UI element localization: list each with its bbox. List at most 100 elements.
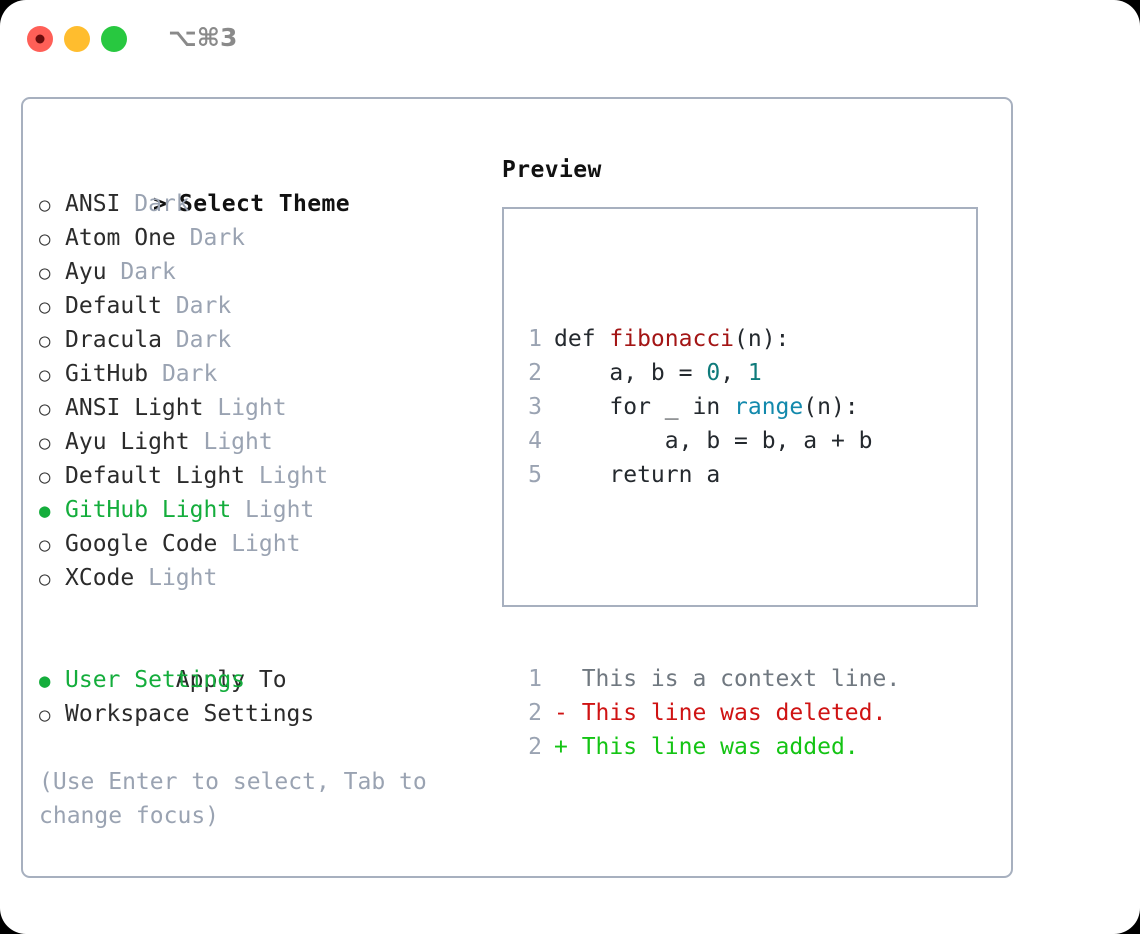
radio-unselected-icon[interactable]: [39, 527, 65, 562]
code-token: (n):: [803, 394, 859, 420]
maximize-button[interactable]: [101, 26, 127, 52]
radio-unselected-icon[interactable]: [39, 697, 65, 732]
theme-option-variant-tag: Dark: [120, 259, 176, 285]
apply-to-option-workspace-settings[interactable]: Workspace Settings: [39, 697, 469, 731]
main-panel: >Select Theme ANSI DarkAtom One DarkAyu …: [21, 97, 1013, 878]
radio-unselected-icon[interactable]: [39, 289, 65, 324]
keyboard-hint: (Use Enter to select, Tab to change focu…: [39, 769, 441, 829]
radio-unselected-icon[interactable]: [39, 323, 65, 358]
apply-to-heading: Apply To: [39, 629, 469, 693]
theme-option-ansi[interactable]: ANSI Dark: [39, 187, 469, 221]
preview-title: Preview: [502, 157, 602, 183]
line-number: 3: [528, 394, 542, 420]
theme-option-github[interactable]: GitHub Dark: [39, 357, 469, 391]
theme-option-default[interactable]: Default Dark: [39, 289, 469, 323]
radio-unselected-icon[interactable]: [39, 425, 65, 460]
theme-option-label: Default: [65, 293, 162, 319]
apply-to-option-label: Workspace Settings: [65, 701, 315, 727]
theme-option-variant-tag: Dark: [134, 191, 190, 217]
theme-option-ansi-light[interactable]: ANSI Light Light: [39, 391, 469, 425]
radio-unselected-icon[interactable]: [39, 255, 65, 290]
theme-option-default-light[interactable]: Default Light Light: [39, 459, 469, 493]
theme-option-variant-tag: Dark: [189, 225, 246, 251]
code-line: 3 for _ in range(n):: [520, 390, 900, 424]
theme-option-variant-tag: Dark: [175, 293, 232, 319]
theme-picker-heading: > Select Theme: [39, 153, 469, 217]
line-number: 2: [528, 360, 542, 386]
code-token: 1: [747, 360, 762, 386]
theme-option-label: Default Light: [65, 463, 246, 489]
apply-to-option-user-settings[interactable]: User Settings: [39, 663, 469, 697]
theme-picker-column: >Select Theme ANSI DarkAtom One DarkAyu …: [39, 153, 469, 833]
theme-option-variant-tag: Light: [217, 395, 287, 421]
code-token: (n):: [734, 326, 790, 352]
code-line: 2 a, b = 0, 1: [520, 356, 900, 390]
theme-option-label: ANSI Light: [65, 395, 204, 421]
theme-option-label: GitHub: [65, 361, 149, 387]
theme-option-google-code[interactable]: Google Code Light: [39, 527, 469, 561]
theme-option-variant-tag: Light: [231, 531, 301, 557]
theme-picker-heading-label: Select Theme: [178, 191, 350, 217]
code-token: range: [734, 394, 804, 420]
theme-option-variant-tag: Light: [148, 565, 218, 591]
radio-unselected-icon[interactable]: [39, 391, 65, 426]
diff-line-add: 2+ This line was added.: [520, 730, 900, 764]
theme-option-variant-tag: Dark: [175, 327, 232, 353]
code-token: ,: [720, 360, 748, 386]
code-token: def: [554, 326, 610, 352]
theme-option-label: Google Code: [65, 531, 218, 557]
diff-line-ctx: 1 This is a context line.: [520, 662, 900, 696]
radio-unselected-icon[interactable]: [39, 357, 65, 392]
apply-to-option-label: User Settings: [65, 667, 246, 693]
title-bar: ⌥⌘3: [0, 0, 1140, 78]
cursor-caret-icon: >: [152, 191, 168, 217]
radio-selected-icon[interactable]: [39, 493, 65, 528]
radio-unselected-icon[interactable]: [39, 459, 65, 494]
theme-option-label: Ayu: [65, 259, 107, 285]
radio-unselected-icon[interactable]: [39, 561, 65, 596]
code-token: a, b =: [554, 360, 707, 386]
theme-option-xcode[interactable]: XCode Light: [39, 561, 469, 595]
diff-line-text: This is a context line.: [554, 666, 901, 692]
line-number: 2: [528, 700, 542, 726]
theme-list: ANSI DarkAtom One DarkAyu DarkDefault Da…: [39, 187, 469, 595]
theme-option-variant-tag: Light: [245, 497, 315, 523]
diff-line-text: + This line was added.: [554, 734, 859, 760]
theme-option-variant-tag: Light: [203, 429, 273, 455]
theme-option-ayu[interactable]: Ayu Dark: [39, 255, 469, 289]
line-number: 1: [528, 666, 542, 692]
theme-option-ayu-light[interactable]: Ayu Light Light: [39, 425, 469, 459]
theme-option-dracula[interactable]: Dracula Dark: [39, 323, 469, 357]
code-token: for _ in: [554, 394, 735, 420]
theme-option-label: GitHub Light: [65, 497, 232, 523]
theme-option-variant-tag: Light: [258, 463, 329, 489]
minimize-button[interactable]: [64, 26, 90, 52]
radio-unselected-icon[interactable]: [39, 221, 65, 256]
radio-unselected-icon[interactable]: [39, 187, 65, 222]
line-number: 4: [528, 428, 542, 454]
theme-option-github-light[interactable]: GitHub Light Light: [39, 493, 469, 527]
theme-option-label: Dracula: [65, 327, 162, 353]
radio-selected-icon[interactable]: [39, 663, 65, 698]
theme-option-label: XCode: [65, 565, 135, 591]
list-spacer: [39, 595, 469, 629]
code-diff-separator: [520, 560, 900, 594]
diff-sample: 1 This is a context line. 2 - This line wa…: [520, 662, 900, 764]
code-line: 5 return a: [520, 458, 900, 492]
apply-to-list: User SettingsWorkspace Settings: [39, 663, 469, 731]
diff-line-text: - This line was deleted.: [554, 700, 887, 726]
code-token: return a: [554, 462, 721, 488]
keyboard-shortcut-label: ⌥⌘3: [168, 23, 238, 52]
traffic-lights: [27, 26, 127, 52]
code-token: fibonacci: [609, 326, 735, 352]
theme-option-atom-one[interactable]: Atom One Dark: [39, 221, 469, 255]
code-token: a, b = b, a + b: [554, 428, 873, 454]
close-button[interactable]: [27, 26, 53, 52]
code-line: 4 a, b = b, a + b: [520, 424, 900, 458]
